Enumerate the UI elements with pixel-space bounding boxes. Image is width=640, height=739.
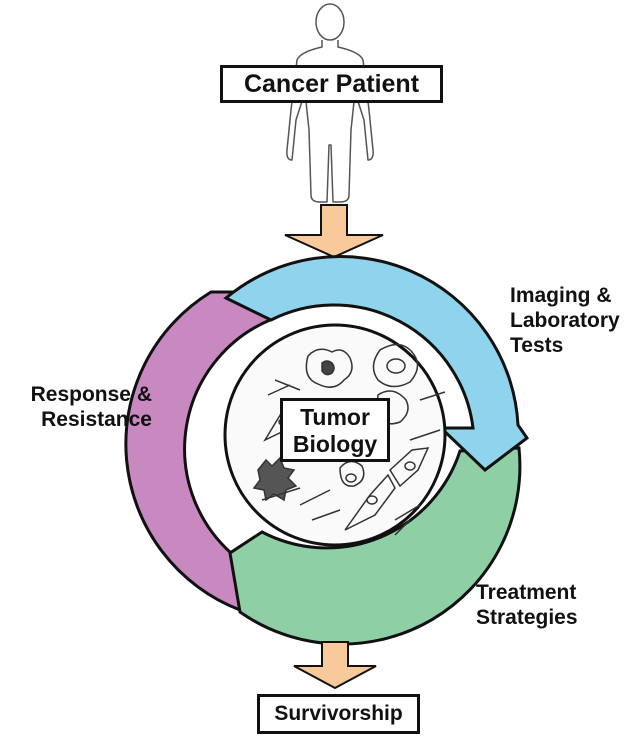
cancer-patient-box: Cancer Patient bbox=[220, 65, 443, 103]
response-label: Response & Resistance bbox=[2, 382, 152, 432]
arrow-to-survivorship-icon bbox=[293, 641, 377, 690]
tumor-biology-line2: Biology bbox=[292, 431, 378, 457]
arrow-to-cycle-icon bbox=[284, 204, 384, 259]
imaging-label-line2: Laboratory bbox=[510, 309, 620, 332]
treatment-label-line1: Treatment bbox=[476, 581, 577, 604]
tumor-biology-line1: Tumor bbox=[300, 404, 370, 430]
survivorship-label: Survivorship bbox=[274, 702, 403, 725]
response-label-line2: Resistance bbox=[41, 408, 152, 431]
treatment-label: Treatment Strategies bbox=[476, 580, 626, 630]
survivorship-box: Survivorship bbox=[257, 694, 420, 734]
imaging-label-line1: Imaging & bbox=[510, 284, 612, 307]
cancer-patient-label: Cancer Patient bbox=[243, 70, 420, 98]
response-label-line1: Response & bbox=[30, 383, 152, 406]
patient-figure-icon bbox=[286, 3, 374, 203]
tumor-biology-box: Tumor Biology bbox=[280, 398, 390, 462]
imaging-label: Imaging & Laboratory Tests bbox=[510, 283, 640, 358]
treatment-label-line2: Strategies bbox=[476, 606, 578, 629]
tumor-cells-illustration bbox=[252, 343, 446, 536]
imaging-label-line3: Tests bbox=[510, 334, 564, 357]
imaging-arrow bbox=[223, 255, 530, 472]
response-arrow bbox=[124, 290, 273, 613]
